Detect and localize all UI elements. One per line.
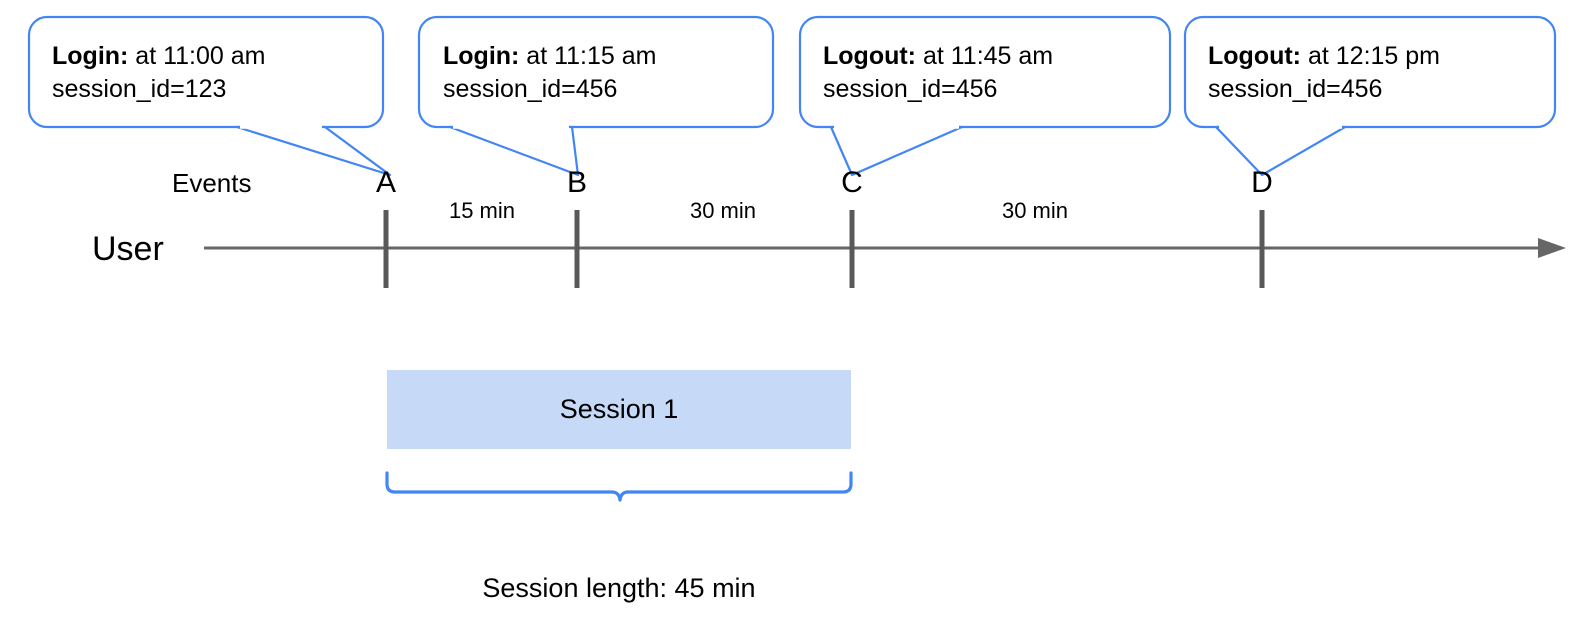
callout-d-time: at 12:15 pm — [1301, 42, 1440, 70]
event-letter-c: C — [841, 166, 863, 199]
callout-c-lead: Logout: — [823, 42, 917, 70]
events-row-label: Events — [172, 168, 252, 198]
callout-d-detail: session_id=456 — [1208, 75, 1383, 103]
event-letter-b: B — [566, 166, 587, 199]
callout-text-d: Logout: at 12:15 pm session_id=456 — [1208, 40, 1440, 106]
gap-label-c-d: 30 min — [1001, 198, 1069, 223]
session-length-caption: Session length: 45 min — [482, 573, 756, 603]
gap-label-b-c: 30 min — [689, 198, 757, 223]
callout-b-detail: session_id=456 — [443, 75, 618, 103]
timeline-arrowhead — [1538, 238, 1566, 258]
event-letter-d: D — [1251, 166, 1273, 199]
event-letter-a: A — [375, 166, 396, 199]
callout-b-lead: Login: — [443, 42, 520, 70]
callout-a-time: at 11:00 am — [128, 42, 266, 70]
callout-text-c: Logout: at 11:45 am session_id=456 — [823, 40, 1053, 106]
gap-label-a-b: 15 min — [448, 198, 516, 223]
callout-c-detail: session_id=456 — [823, 75, 998, 103]
callout-d-lead: Logout: — [1208, 42, 1302, 70]
user-row-label: User — [92, 230, 164, 268]
callout-text-a: Login: at 11:00 am session_id=123 — [52, 40, 265, 106]
callout-b-time: at 11:15 am — [519, 42, 657, 70]
callout-a-lead: Login: — [52, 42, 129, 70]
callout-a-detail: session_id=123 — [52, 75, 227, 103]
callout-text-b: Login: at 11:15 am session_id=456 — [443, 40, 656, 106]
session-brace — [385, 471, 853, 502]
session-bar-label: Session 1 — [559, 394, 679, 424]
callout-c-time: at 11:45 am — [916, 42, 1054, 70]
session-bar-label-wrap: Session 1 — [387, 370, 851, 449]
